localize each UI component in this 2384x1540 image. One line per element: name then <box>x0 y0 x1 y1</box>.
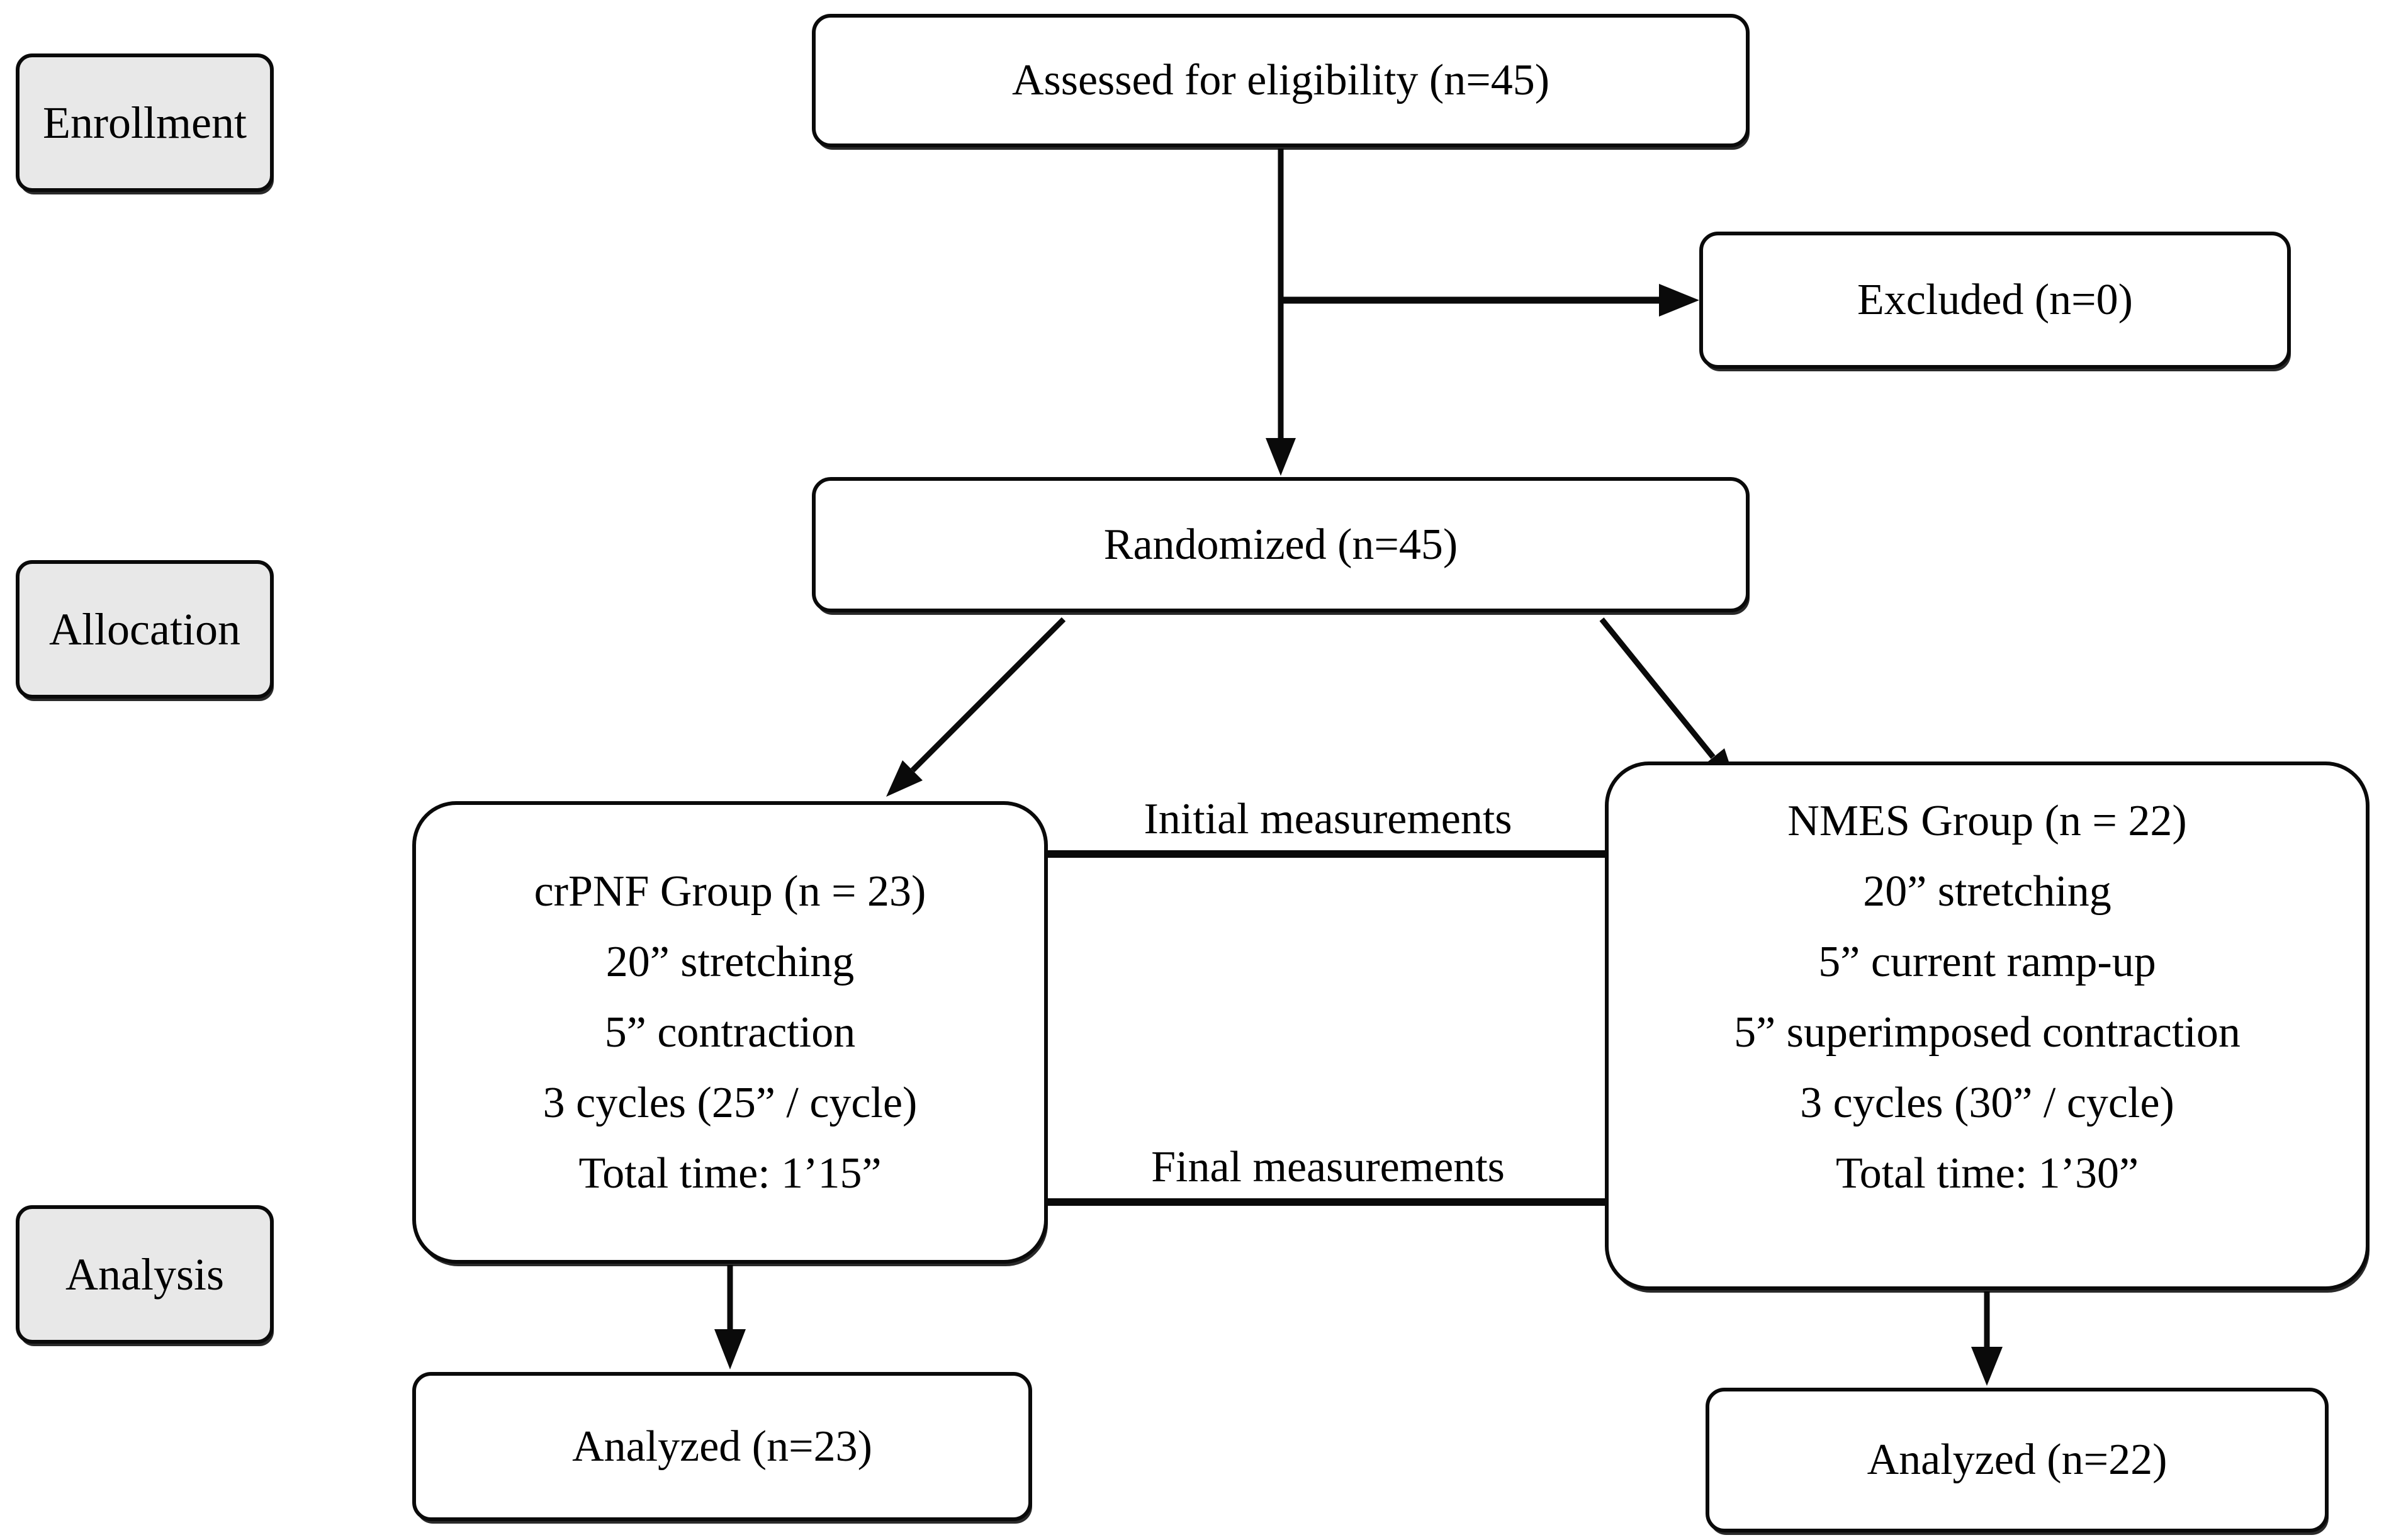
nmes-total-time-line: Total time: 1’30” <box>1835 1149 2139 1198</box>
randomized-box: Randomized (n=45) <box>812 477 1750 612</box>
arrow-crpnf-to-analyzed-head <box>714 1329 746 1369</box>
analyzed-nmes-box: Analyzed (n=22) <box>1706 1388 2329 1532</box>
excluded-text: Excluded (n=0) <box>1857 276 2133 325</box>
nmes-cycles-line: 3 cycles (30” / cycle) <box>1800 1079 2174 1127</box>
arrow-assessed-to-randomized-head <box>1266 438 1296 476</box>
nmes-superimposed-line: 5” superimposed contraction <box>1734 1008 2241 1057</box>
stage-label-analysis: Analysis <box>16 1205 274 1344</box>
crpnf-group-box: crPNF Group (n = 23) 20” stretching 5” c… <box>412 801 1048 1264</box>
nmes-group-content: NMES Group (n = 22) 20” stretching 5” cu… <box>1734 786 2241 1209</box>
stage-label-enrollment: Enrollment <box>16 53 274 192</box>
nmes-group-title: NMES Group (n = 22) <box>1787 797 2187 845</box>
arrow-to-excluded-head <box>1659 284 1699 317</box>
crpnf-cycles-line: 3 cycles (25” / cycle) <box>543 1078 918 1127</box>
stage-label-allocation: Allocation <box>16 560 274 699</box>
crpnf-group-content: crPNF Group (n = 23) 20” stretching 5” c… <box>534 857 926 1209</box>
final-measurements-label: Final measurements <box>1151 1143 1505 1191</box>
arrow-nmes-to-analyzed-head <box>1971 1347 2003 1386</box>
stage-label-allocation-text: Allocation <box>49 604 240 655</box>
assessed-for-eligibility-box: Assessed for eligibility (n=45) <box>812 14 1750 147</box>
nmes-group-box: NMES Group (n = 22) 20” stretching 5” cu… <box>1605 762 2370 1290</box>
crpnf-stretching-line: 20” stretching <box>605 937 855 986</box>
stage-label-enrollment-text: Enrollment <box>43 98 247 148</box>
nmes-ramp-up-line: 5” current ramp-up <box>1818 938 2156 986</box>
nmes-stretching-line: 20” stretching <box>1863 867 2111 916</box>
excluded-box: Excluded (n=0) <box>1699 232 2291 369</box>
initial-measurements-label: Initial measurements <box>1144 795 1512 843</box>
analyzed-crpnf-box: Analyzed (n=23) <box>412 1372 1032 1521</box>
assessed-for-eligibility-text: Assessed for eligibility (n=45) <box>1011 56 1550 105</box>
crpnf-contraction-line: 5” contraction <box>604 1008 856 1057</box>
arrow-to-nmes-line <box>1599 617 1716 759</box>
arrow-to-crpnf-line <box>910 617 1066 773</box>
randomized-text: Randomized (n=45) <box>1103 520 1458 569</box>
arrow-to-crpnf-head <box>886 760 923 797</box>
analyzed-crpnf-text: Analyzed (n=23) <box>572 1422 872 1471</box>
crpnf-total-time-line: Total time: 1’15” <box>578 1149 882 1198</box>
stage-label-analysis-text: Analysis <box>65 1249 224 1300</box>
crpnf-group-title: crPNF Group (n = 23) <box>534 867 926 916</box>
analyzed-nmes-text: Analyzed (n=22) <box>1867 1436 2168 1485</box>
